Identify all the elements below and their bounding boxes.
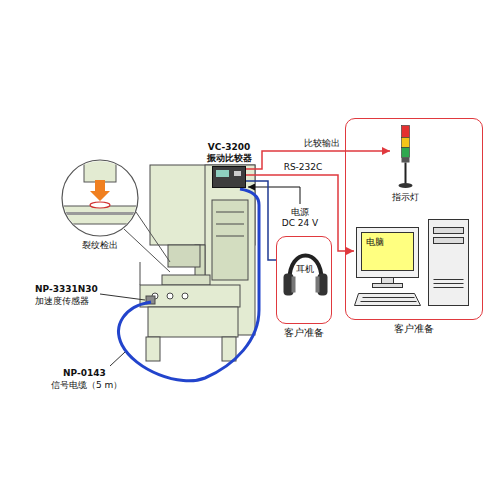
signal-cable: [119, 189, 259, 381]
edge-label: 比较输出: [303, 138, 341, 149]
node-text: 指示灯: [392, 192, 419, 203]
computer-icon: [434, 238, 464, 244]
node-text: 客户准备: [394, 323, 434, 335]
leader-line: [110, 352, 125, 366]
indicator-lamp-icon: [399, 183, 413, 188]
headphones-icon: [292, 277, 296, 293]
crack-detail-inset: [60, 212, 140, 215]
computer-icon: [434, 228, 464, 234]
computer-icon: [434, 283, 464, 284]
part-label: 信号电缆（5 m）: [50, 380, 123, 391]
headphones-icon: [316, 277, 320, 293]
power-wire: [248, 187, 300, 204]
edge-label: RS-232C: [283, 162, 324, 173]
indicator-lamp-icon: [402, 148, 410, 158]
crack-detail-inset: [90, 202, 110, 208]
device-display: [216, 170, 229, 177]
indicator-lamp-icon: [402, 158, 410, 163]
indicator-lamp-icon: [399, 126, 413, 189]
device-button: [234, 171, 241, 176]
headphones-icon: [290, 256, 322, 280]
crack-detail-inset: [124, 229, 170, 272]
part-label: NP-3331N30: [34, 284, 99, 295]
crack-detail-inset: [90, 180, 110, 201]
computer-icon: [357, 228, 419, 278]
indicator-lamp-icon: [402, 126, 410, 138]
part-label: DC 24 V: [281, 218, 320, 229]
press-machine: [216, 224, 244, 225]
computer-icon: [373, 284, 403, 288]
computer-icon: [355, 220, 469, 306]
crack-detail-inset: [60, 160, 170, 272]
headphones: 耳机: [280, 245, 330, 301]
computer-icon: [362, 233, 414, 271]
crack-detail-inset: [84, 160, 116, 182]
comparator-unit: VC-3200振动比较器: [212, 166, 246, 188]
press-machine: [140, 165, 255, 361]
computer-icon: [363, 297, 415, 298]
leader-line: [100, 294, 145, 300]
press-machine: [140, 262, 141, 285]
headphones-icon: [284, 256, 328, 296]
press-machine: [182, 293, 188, 299]
computer-icon: [429, 220, 469, 306]
part-label: NP-0143: [62, 368, 107, 379]
press-machine: [146, 337, 160, 361]
crack-detail-inset: [136, 212, 170, 262]
customer-region: 客户准备耳机: [276, 236, 332, 324]
press-machine: [148, 307, 238, 337]
crack-detail-inset: [60, 206, 140, 224]
node-text: 客户准备: [284, 327, 324, 339]
press-machine: [216, 212, 244, 213]
connector: [246, 181, 276, 260]
text-group: VC-3200振动比较器: [207, 142, 252, 164]
press-machine: [167, 293, 173, 299]
press-machine: [162, 275, 210, 285]
node-text: 耳机: [296, 264, 314, 275]
press-machine: [140, 285, 240, 307]
indicator-lamp-icon: [405, 163, 407, 184]
node-text: VC-3200: [207, 142, 252, 153]
press-machine: [212, 200, 248, 280]
press-machine: [216, 236, 244, 237]
computer-icon: [434, 279, 464, 280]
indicator-lamp-icon: [402, 138, 410, 148]
node-text: 振动比较器: [207, 153, 252, 164]
computer-icon: [355, 294, 421, 306]
text-group: 耳机: [296, 264, 314, 275]
crack-detail-inset: [60, 160, 140, 224]
computer-icon: [361, 301, 417, 302]
part-label: 裂纹检出: [81, 240, 119, 251]
customer-region: 客户准备指示灯电脑: [345, 118, 483, 320]
crack-detail-inset: [62, 160, 138, 236]
computer: 电脑: [354, 219, 476, 315]
computer-icon: [434, 287, 464, 288]
connector: [246, 175, 354, 251]
text-group: 电脑: [366, 237, 384, 248]
text-group: 客户准备: [394, 323, 434, 335]
part-label: 电源: [290, 207, 310, 218]
part-label: 加速度传感器: [34, 296, 90, 307]
node-text: 电脑: [366, 237, 384, 248]
text-group: 客户准备: [284, 327, 324, 339]
text-group: 指示灯: [392, 192, 419, 203]
indicator-lamp: 指示灯: [390, 125, 420, 203]
press-machine: [222, 337, 236, 361]
computer-icon: [382, 278, 394, 284]
press-machine: [168, 245, 200, 267]
